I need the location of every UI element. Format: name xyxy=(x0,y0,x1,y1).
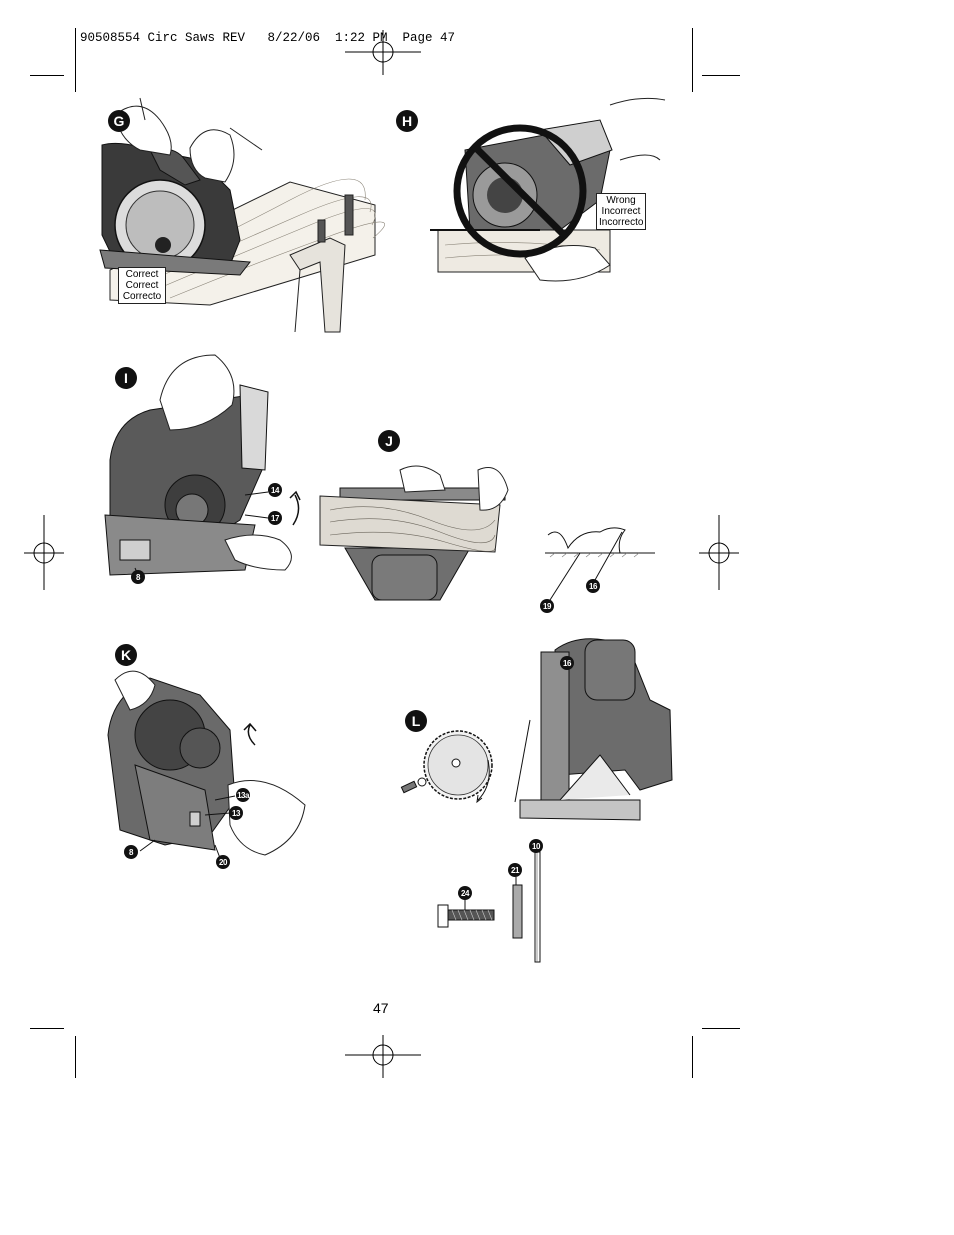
caption-line-es: Correcto xyxy=(122,291,162,302)
callout-13: 13 xyxy=(229,806,243,820)
caption-line-fr: Incorrect xyxy=(601,206,641,217)
crop-mark-icon xyxy=(75,1036,76,1078)
figure-l-label: L xyxy=(405,710,427,732)
figure-k-label: K xyxy=(115,644,137,666)
callout-20: 20 xyxy=(216,855,230,869)
crop-mark-icon xyxy=(702,1028,740,1029)
registration-mark-icon xyxy=(24,515,64,590)
callout-16: 16 xyxy=(586,579,600,593)
figure-g-label: G xyxy=(108,110,130,132)
figure-j-illustration xyxy=(319,465,509,601)
figure-j-label: J xyxy=(378,430,400,452)
figure-i-label: I xyxy=(115,367,137,389)
rotation-arrow-icon xyxy=(289,490,301,526)
saw-blade-icon xyxy=(423,730,493,800)
figure-k-illustration xyxy=(107,670,306,859)
crop-mark-icon xyxy=(692,28,693,92)
callout-19: 19 xyxy=(540,599,554,613)
figure-h-label: H xyxy=(396,110,418,132)
callout-24: 24 xyxy=(458,886,472,900)
crop-mark-icon xyxy=(75,28,76,92)
caption-line-es: Incorrecto xyxy=(599,217,644,228)
figure-l-illustration xyxy=(400,638,673,963)
figure-g-illustration xyxy=(99,97,385,333)
caption-line-en: Correct xyxy=(125,269,159,280)
figure-h-caption: Wrong Incorrect Incorrecto xyxy=(596,193,646,230)
callout-10: 10 xyxy=(529,839,543,853)
print-slug: 90508554 Circ Saws REV 8/22/06 1:22 PM P… xyxy=(80,31,456,45)
callout-8: 8 xyxy=(124,845,138,859)
crop-mark-icon xyxy=(30,75,64,76)
crop-mark-icon xyxy=(692,1036,693,1078)
page-number: 47 xyxy=(373,1000,389,1016)
prohibition-icon xyxy=(453,124,587,258)
caption-line-fr: Correct xyxy=(125,280,159,291)
caption-line-en: Wrong xyxy=(606,195,636,206)
registration-mark-icon xyxy=(699,515,739,590)
figure-h-illustration xyxy=(430,97,666,282)
callout-13a: 13a xyxy=(236,788,250,802)
registration-mark-icon xyxy=(345,1035,421,1078)
callout-16: 16 xyxy=(560,656,574,670)
rotation-arrow-icon xyxy=(243,722,257,746)
callout-21: 21 xyxy=(508,863,522,877)
blade-tooth-detail xyxy=(545,527,655,601)
callout-8: 8 xyxy=(131,570,145,584)
crop-mark-icon xyxy=(702,75,740,76)
callout-17: 17 xyxy=(268,511,282,525)
callout-14: 14 xyxy=(268,483,282,497)
crop-mark-icon xyxy=(30,1028,64,1029)
figure-g-caption: Correct Correct Correcto xyxy=(118,267,166,304)
registration-mark-icon xyxy=(345,30,421,75)
figure-i-illustration xyxy=(104,354,301,576)
